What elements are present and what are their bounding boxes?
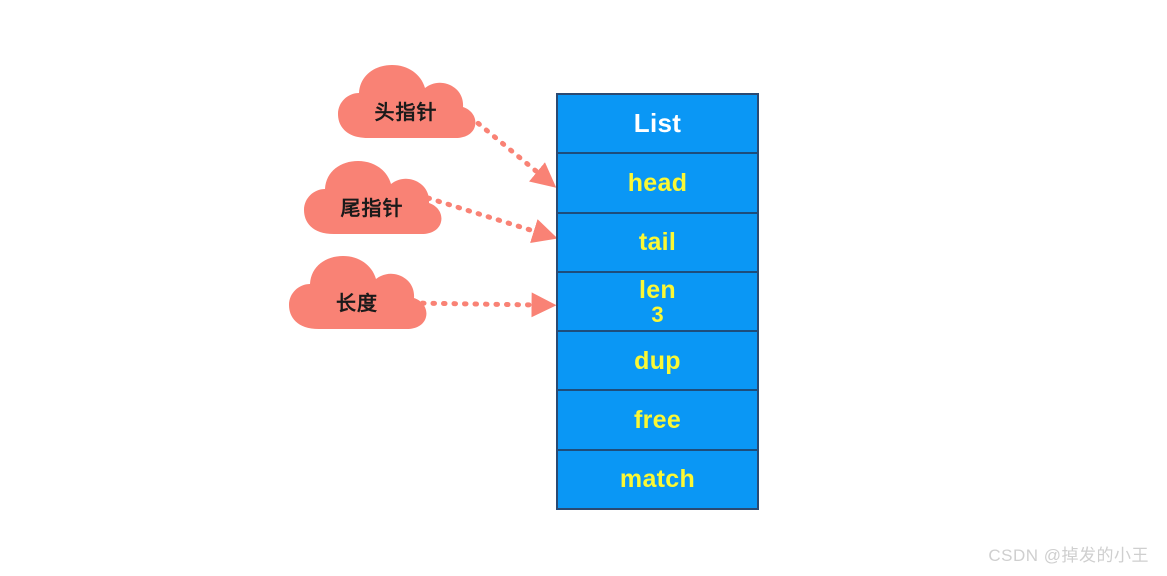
struct-row-tail: tail bbox=[558, 213, 757, 273]
callout-cloud-length: 长度 bbox=[283, 253, 431, 333]
struct-field-name: free bbox=[633, 405, 682, 434]
callout-cloud-tail-pointer-label: 尾指针 bbox=[340, 197, 404, 220]
cloud-shape-icon bbox=[289, 256, 427, 329]
struct-row-len: len 3 bbox=[558, 272, 757, 333]
arrow-length bbox=[409, 292, 557, 318]
cloud-shape-icon bbox=[338, 65, 476, 138]
struct-field-name: match bbox=[619, 465, 696, 494]
cloud-shape-icon bbox=[304, 161, 442, 234]
struct-field-name: dup bbox=[634, 346, 681, 375]
struct-field-name: List bbox=[633, 107, 682, 138]
struct-row-match: match bbox=[558, 450, 757, 508]
callout-cloud-head-pointer-label: 头指针 bbox=[374, 101, 438, 124]
list-struct-table: List head tail len 3 dup free match bbox=[556, 93, 759, 510]
struct-field-value: 3 bbox=[651, 302, 664, 328]
callout-cloud-tail-pointer: 尾指针 bbox=[298, 158, 446, 238]
arrow-tail-pointer bbox=[425, 195, 558, 243]
struct-field-name: len bbox=[638, 275, 677, 304]
struct-field-name: head bbox=[627, 168, 688, 197]
struct-row-free: free bbox=[558, 391, 757, 451]
struct-row-title: List bbox=[558, 95, 757, 155]
arrow-head-pointer bbox=[459, 107, 557, 188]
struct-field-name: tail bbox=[638, 228, 677, 257]
struct-row-dup: dup bbox=[558, 332, 757, 392]
callout-cloud-length-label: 长度 bbox=[336, 292, 378, 315]
struct-row-head: head bbox=[558, 154, 757, 214]
watermark: CSDN @掉发的小王 bbox=[988, 546, 1149, 565]
callout-cloud-head-pointer: 头指针 bbox=[332, 62, 480, 142]
